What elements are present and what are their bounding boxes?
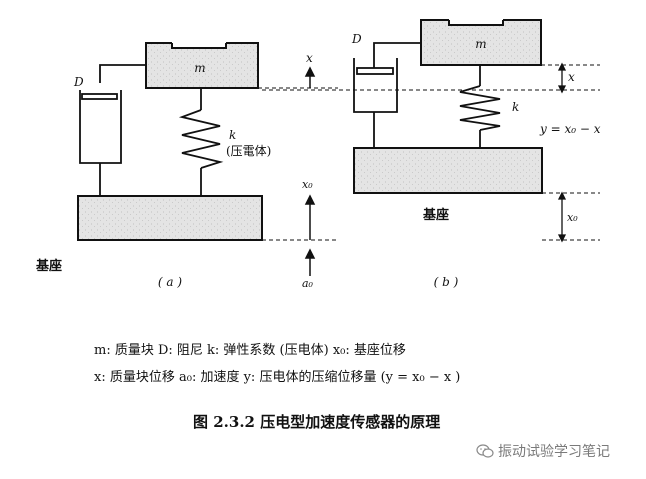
reference-lines <box>258 87 338 241</box>
mass-block-b <box>420 19 542 66</box>
base-block-a <box>77 195 263 241</box>
base-label-a: 基座 <box>35 258 62 274</box>
spring-label-a: k <box>229 128 236 142</box>
legend-line-1: m: 质量块 D: 阻尼 k: 弹性系数 (压电体) x₀: 基座位移 <box>94 343 406 358</box>
disp-arrow-a <box>304 66 316 88</box>
wechat-icon <box>476 444 494 458</box>
base-label-b: 基座 <box>422 207 449 223</box>
watermark: 振动试验学习笔记 <box>476 441 610 461</box>
watermark-text: 振动试验学习笔记 <box>498 444 610 460</box>
disp-label-b: x <box>568 70 575 84</box>
legend-line-2: x: 质量块位移 a₀: 加速度 y: 压电体的压缩位移量 (y = x₀ − … <box>94 370 461 385</box>
spring-label-b: k <box>512 100 519 114</box>
base-disp-label-a: x₀ <box>302 178 313 191</box>
base-disp-arrow-a <box>304 194 316 240</box>
base-block-b <box>353 147 543 194</box>
equation-label-b: y = x₀ − x <box>539 122 601 136</box>
disp-label-a: x <box>306 51 313 65</box>
damper-label-b: D <box>351 32 362 46</box>
spring-b <box>459 65 501 148</box>
spring-note-a: (压電体) <box>226 144 271 158</box>
diagram-a: m D k (压電体) x x₀ <box>35 42 338 290</box>
spring-a <box>178 88 224 196</box>
piezo-accelerometer-diagram: m D k (压電体) x x₀ <box>35 19 601 290</box>
damper-b <box>353 42 421 148</box>
reference-lines-b <box>262 64 600 241</box>
damper-a <box>79 64 146 196</box>
figure-caption: 图 2.3.2 压电型加速度传感器的原理 <box>193 413 441 431</box>
diagram-b: m D k x <box>262 19 601 289</box>
mass-label-b: m <box>475 37 486 51</box>
damper-label-a: D <box>73 75 84 89</box>
base-disp-label-b: x₀ <box>567 211 578 224</box>
subfig-label-b: ( b ) <box>434 275 459 289</box>
mass-label-a: m <box>194 61 205 75</box>
subfig-label-a: ( a ) <box>158 275 182 289</box>
accel-arrow-a <box>304 248 316 276</box>
base-disp-dim-b <box>557 191 567 243</box>
disp-dim-b <box>557 62 567 94</box>
accel-label-a: a₀ <box>302 277 314 290</box>
